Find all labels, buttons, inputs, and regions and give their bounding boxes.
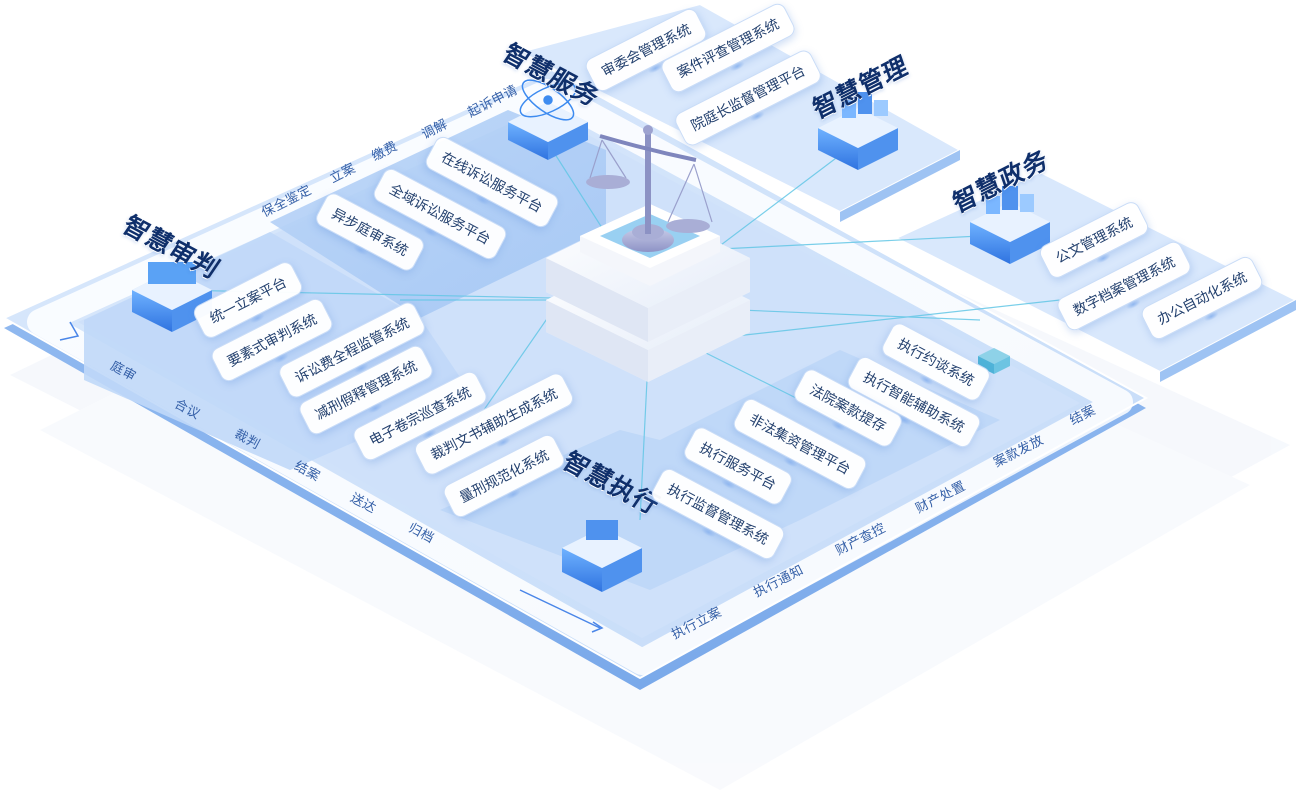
scales-of-justice-icon (586, 125, 713, 252)
atom-orbit-icon (519, 79, 577, 121)
process-track (27, 79, 1133, 675)
cube-cluster-icon (148, 92, 1034, 540)
flow-arrows (59, 321, 604, 633)
